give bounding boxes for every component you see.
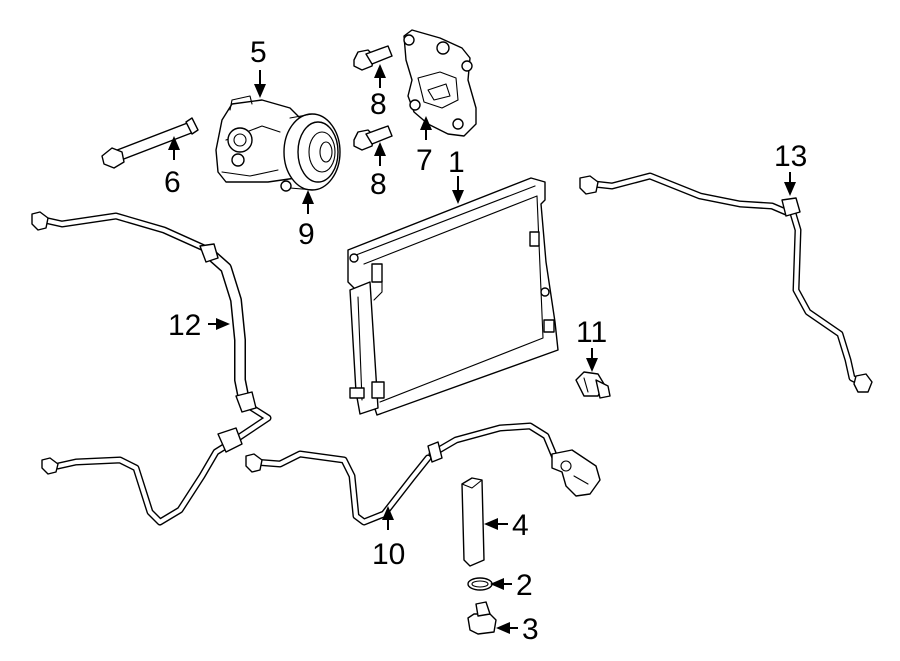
callout-8-upper: 8 — [370, 64, 387, 121]
callout-5-label: 5 — [250, 36, 267, 69]
callout-8-upper-label: 8 — [370, 88, 387, 121]
o-ring[interactable] — [467, 577, 493, 591]
callout-13-label: 13 — [774, 140, 807, 173]
callout-2-label: 2 — [516, 569, 533, 602]
callout-4: 4 — [484, 509, 529, 542]
plug[interactable] — [467, 601, 497, 635]
callout-5: 5 — [250, 36, 267, 98]
callout-11-label: 11 — [576, 316, 607, 349]
bracket-bolt-lower[interactable] — [353, 125, 393, 151]
callout-2: 2 — [490, 569, 533, 602]
compressor-bolt[interactable] — [101, 117, 199, 169]
callout-1-label: 1 — [448, 146, 465, 179]
callout-6: 6 — [164, 136, 181, 199]
bracket-bolt-upper[interactable] — [353, 45, 393, 71]
callout-8-lower-label: 8 — [370, 168, 387, 201]
callout-12: 12 — [168, 309, 230, 342]
callout-3: 3 — [496, 613, 539, 646]
callout-9-label: 9 — [298, 218, 315, 251]
callout-6-label: 6 — [164, 166, 181, 199]
callout-10-label: 10 — [372, 538, 405, 571]
discharge-hose[interactable] — [31, 211, 272, 526]
callout-12-label: 12 — [168, 309, 201, 342]
condenser[interactable] — [347, 177, 559, 416]
callout-7-label: 7 — [416, 144, 433, 177]
compressor-bracket[interactable] — [403, 29, 477, 137]
callout-10: 10 — [372, 506, 405, 571]
callout-7: 7 — [416, 116, 433, 177]
callout-11: 11 — [576, 316, 607, 372]
callout-13: 13 — [774, 140, 807, 196]
pressure-switch[interactable] — [575, 371, 611, 399]
suction-line[interactable] — [579, 172, 873, 393]
liquid-line[interactable] — [245, 422, 601, 526]
callout-4-label: 4 — [512, 509, 529, 542]
callout-3-label: 3 — [522, 613, 539, 646]
desiccant-bag[interactable] — [461, 477, 485, 567]
ac-compressor[interactable] — [215, 95, 341, 192]
callout-1: 1 — [448, 146, 465, 204]
callout-9: 9 — [298, 190, 315, 251]
callout-8-lower: 8 — [370, 142, 387, 201]
